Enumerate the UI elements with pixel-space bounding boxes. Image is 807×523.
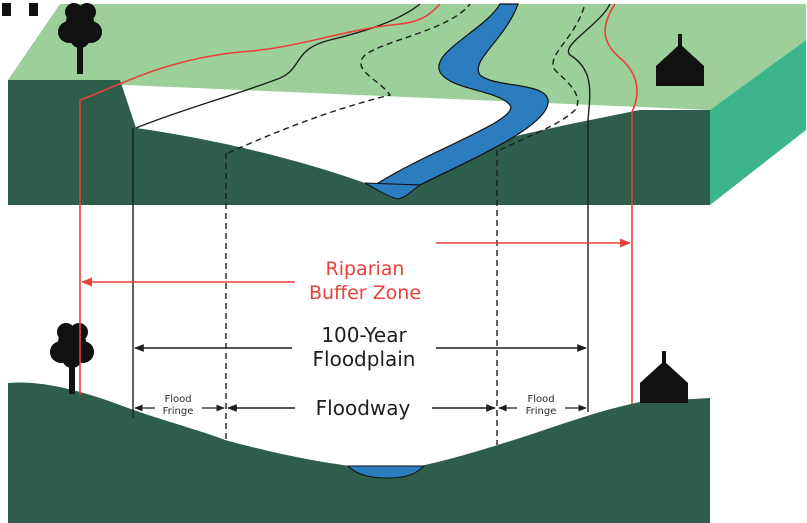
text-labels: Riparian Buffer Zone 100-Year Floodplain… (163, 258, 557, 420)
riparian-label-line1: Riparian (326, 258, 405, 280)
floodway-label: Floodway (316, 396, 411, 420)
cross-section (8, 323, 710, 523)
block-3d (8, 3, 806, 205)
block-top-surface (8, 4, 806, 110)
river-front-notch (364, 182, 422, 200)
floodplain-label-line2: Floodplain (313, 347, 416, 371)
block-front-side (8, 80, 710, 205)
corner-mark-left (2, 3, 11, 16)
block-right-side (710, 40, 806, 205)
corner-mark-right (29, 3, 38, 16)
flood-fringe-right-line1: Flood (527, 394, 554, 405)
floodway-boundary-right (499, 3, 586, 151)
flood-fringe-right-line2: Fringe (526, 406, 557, 417)
riparian-boundary-top-left (79, 3, 441, 101)
cross-section-ground (8, 382, 710, 523)
floodplain-boundary-right (567, 3, 611, 121)
dimension-arrows (80, 238, 632, 412)
riparian-label-line2: Buffer Zone (309, 282, 421, 304)
house-icon-bottom (640, 351, 688, 403)
floodplain-boundary-left (135, 3, 421, 129)
flood-fringe-left-line2: Fringe (163, 406, 194, 417)
floodplain-label-line1: 100-Year (321, 323, 407, 347)
tree-icon-bottom (50, 323, 94, 394)
floodway-boundary-left (227, 3, 471, 154)
guide-lines (79, 100, 633, 445)
riparian-boundary-top-right (604, 3, 638, 113)
flood-fringe-left-line1: Flood (164, 394, 191, 405)
cross-section-river (346, 465, 426, 479)
